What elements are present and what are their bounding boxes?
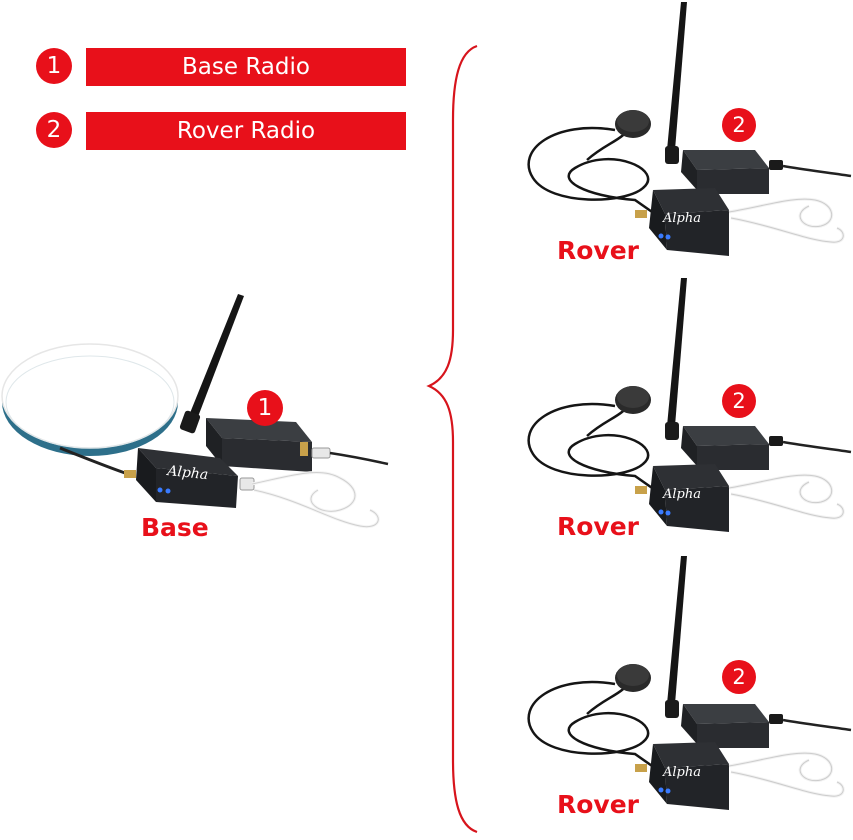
rover-illustration-1: Alpha — [515, 0, 853, 270]
rover-2-badge: 2 — [722, 384, 756, 418]
rover-3-badge: 2 — [722, 660, 756, 694]
rover-1-badge: 2 — [722, 108, 756, 142]
rover-3-device-logo: Alpha — [662, 765, 701, 780]
rover-drawing-3: Alpha — [527, 556, 852, 810]
legend-label-rover-radio: Rover Radio — [86, 112, 406, 150]
grouping-brace — [426, 44, 478, 834]
rover-drawing-1: Alpha — [527, 2, 852, 256]
legend-label-base-radio: Base Radio — [86, 48, 406, 86]
rover-1-device-logo: Alpha — [662, 211, 701, 226]
rover-illustration-3: Alpha — [515, 554, 853, 824]
base-device-logo: Alpha — [165, 463, 209, 483]
legend-number-2: 2 — [36, 112, 72, 148]
base-badge: 1 — [247, 390, 283, 426]
rover-3-caption: Rover — [557, 790, 640, 819]
rover-drawing-2: Alpha — [527, 278, 852, 532]
legend-row-base: 1 Base Radio — [36, 46, 408, 86]
legend-row-rover: 2 Rover Radio — [36, 110, 408, 150]
rover-illustration-2: Alpha — [515, 276, 853, 546]
legend-number-1: 1 — [36, 48, 72, 84]
rover-1-caption: Rover — [557, 236, 640, 265]
base-station-illustration: Alpha — [0, 290, 400, 550]
rover-2-device-logo: Alpha — [662, 487, 701, 502]
rover-2-caption: Rover — [557, 512, 640, 541]
base-station-drawing: Alpha — [1, 294, 389, 529]
base-caption: Base — [141, 513, 209, 542]
